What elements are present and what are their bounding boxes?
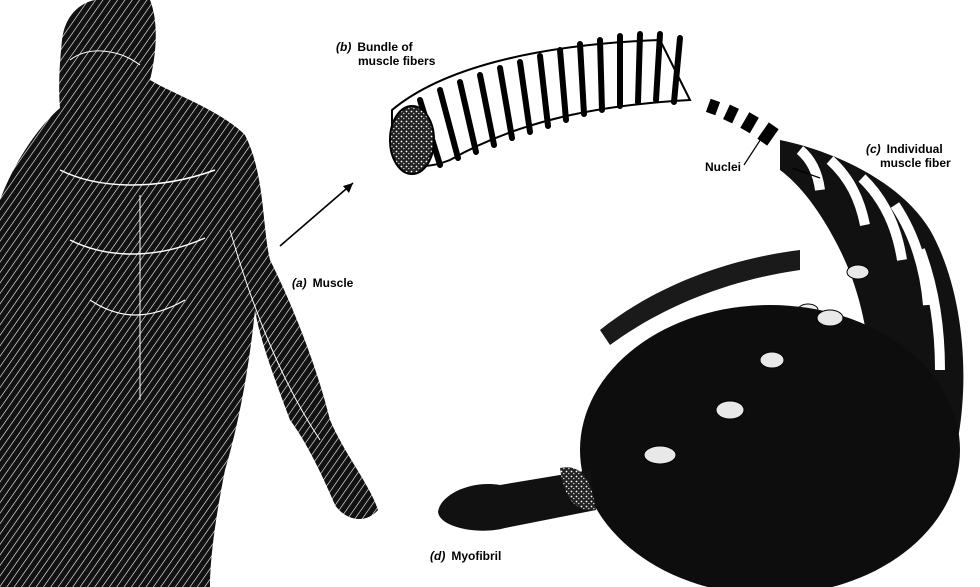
fiber-line2: muscle fiber [880,156,951,170]
muscle-to-bundle-arrow [280,183,353,246]
bundle-line2: muscle fibers [358,54,435,68]
fiber-letter: (c) [866,142,881,156]
fiber-line1: Individual [887,142,943,156]
bundle-label: (b) Bundle of muscle fibers [336,40,435,68]
muscle-label: (a) Muscle [292,276,353,290]
bundle-letter: (b) [336,40,351,54]
myofibril-letter: (d) [430,549,445,563]
nuclei-text: Nuclei [705,160,741,174]
bundle-line1: Bundle of [357,40,412,54]
nuclei-label: Nuclei [705,160,741,174]
muscle-text: Muscle [313,276,354,290]
human-body-figure [0,0,378,587]
muscle-letter: (a) [292,276,307,290]
fiber-label: (c) Individual muscle fiber [866,142,951,170]
myofibril-label: (d) Myofibril [430,549,501,563]
myofibril-text: Myofibril [451,549,501,563]
fiber-strand [706,99,779,146]
